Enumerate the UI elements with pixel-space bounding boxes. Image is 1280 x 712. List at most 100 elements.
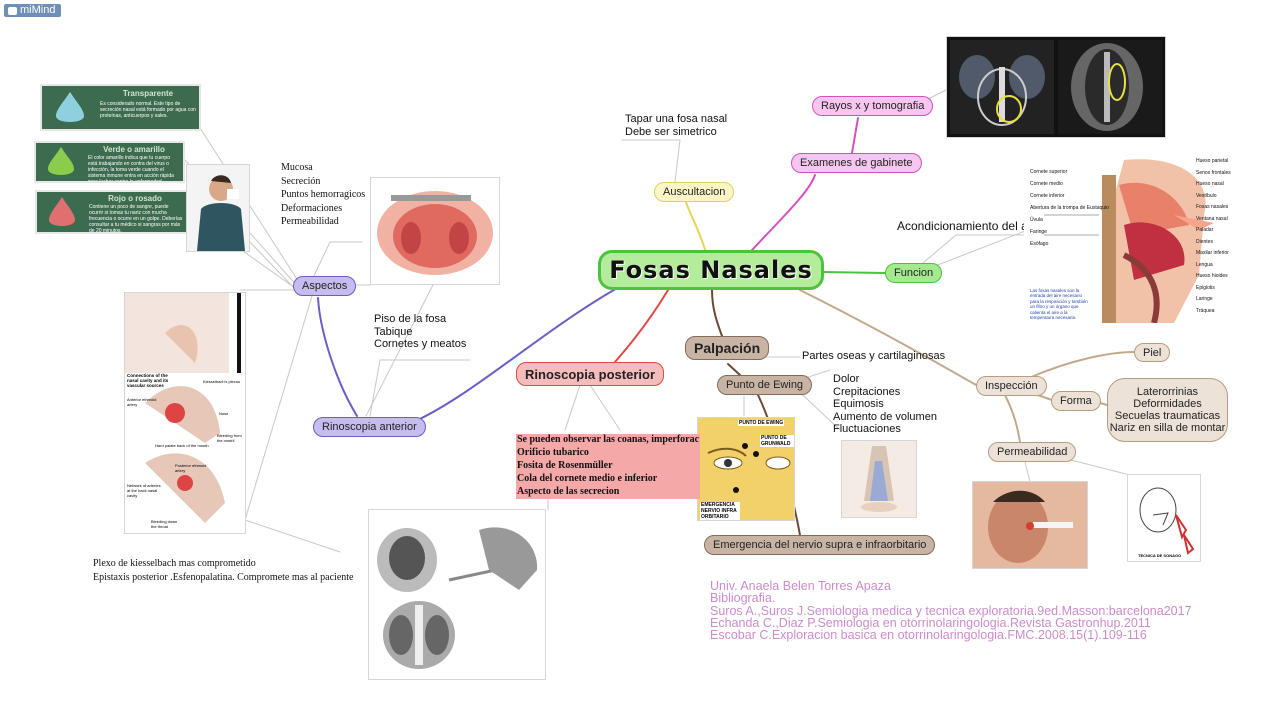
anatomy-label-r11: Hueso hioides <box>1196 273 1228 279</box>
card-text-2: El color amarillo indica que tu cuerpo e… <box>88 155 174 183</box>
anatomy-label-l6: Faringe <box>1030 229 1047 235</box>
mimind-badge[interactable]: miMind <box>4 4 62 17</box>
epistaxis-label-1: Connections of the nasal cavity and its … <box>127 373 169 388</box>
anatomy-label-l7: Esófago <box>1030 241 1049 247</box>
anatomy-label-r8: Dientes <box>1196 238 1213 245</box>
card-title-3: Rojo o rosado <box>108 194 162 203</box>
label-emergencia: EMERGENCIA NERVIO INFRA ORBITARIO <box>700 502 740 520</box>
ewing-sign-1: Dolor <box>833 373 860 385</box>
node-auscultacion[interactable]: Auscultacion <box>654 182 735 202</box>
ct-scan-image <box>946 36 1166 138</box>
ewing-points-image: PUNTO DE EWING PUNTO DE GRUNWALD EMERGEN… <box>697 417 795 521</box>
anatomy-label-l1: Cornete superior <box>1030 169 1068 175</box>
epistaxis-label-8: Bleeding down the throat <box>151 519 178 529</box>
reference-3: Escobar C.Exploracion basica en otorrino… <box>710 628 1147 643</box>
epistaxis-note-2: Epistaxis posterior .Esfenopalatina. Com… <box>93 571 354 583</box>
ewing-sign-2: Crepitaciones <box>833 385 901 398</box>
forma-item-2: Deformidades <box>1133 398 1202 410</box>
card-title-2: Verde o amarillo <box>103 145 165 154</box>
card-text-3: Contiene un poco de sangre, puede ocurri… <box>89 204 183 234</box>
ewing-sign-4: Aumento de volumen <box>833 410 937 423</box>
badge-label: miMind <box>20 4 56 16</box>
node-examenes[interactable]: Examenes de gabinete <box>791 153 922 173</box>
node-piel[interactable]: Piel <box>1134 343 1171 362</box>
reference-1: Suros A.,Suros J.Semiologia medica y tec… <box>710 603 1192 618</box>
card-rojo: Rojo o rosado Contiene un poco de sangre… <box>35 190 188 234</box>
bibliography-heading: Bibliografia. <box>710 591 776 606</box>
node-funcion[interactable]: Funcion <box>885 263 943 283</box>
node-forma[interactable]: Forma <box>1051 391 1101 411</box>
label-punto-grunwald: PUNTO DE GRUNWALD <box>760 435 794 447</box>
ewing-sign-3: Equimosis <box>833 398 884 410</box>
aspect-1: Mucosa <box>281 162 313 173</box>
anatomy-label-l4: Abertura de la trompa de Eustaquio <box>1030 205 1109 211</box>
anatomy-label-r5: Fosas nasales <box>1196 204 1229 210</box>
forma-item-1: Laterorrinias <box>1136 386 1199 398</box>
anatomy-note: Las fosas nasales son la entrada del air… <box>1030 288 1088 321</box>
anatomy-label-r4: Vestíbulo <box>1196 192 1217 199</box>
anterior-item-1: Piso de la fosa <box>374 313 447 325</box>
anatomy-label-r2: Senos frontales <box>1196 169 1231 176</box>
epistaxis-note-1: Plexo de kiesselbach mas comprometido <box>93 558 256 569</box>
ewing-sign-5: Fluctuaciones <box>833 423 901 435</box>
epistaxis-label-7: Network of arteries at the back nasal ca… <box>127 483 161 498</box>
finding-1: Se pueden observar las coanas, imperfora… <box>516 434 701 447</box>
anatomy-label-r14: Tráquea <box>1196 307 1215 314</box>
anatomy-label-r9: Maxilar inferior <box>1196 250 1229 256</box>
note-funcion: Acondicionamiento del aire <box>897 219 1042 233</box>
author: Univ. Anaela Belen Torres Apaza <box>710 579 891 593</box>
note-palpacion: Partes oseas y cartilaginosas <box>802 350 946 362</box>
anatomy-label-r12: Epiglotis <box>1196 284 1215 291</box>
nasal-bones-image <box>841 440 917 518</box>
finding-5: Aspecto de las secrecion <box>516 486 701 499</box>
node-punto-ewing[interactable]: Punto de Ewing <box>717 375 813 395</box>
anterior-rhinoscopy-image <box>370 177 500 285</box>
epistaxis-label-4: Nose <box>219 411 229 416</box>
mimind-logo-icon <box>8 6 17 15</box>
node-emergencia[interactable]: Emergencia del nervio supra e infraorbit… <box>704 535 936 555</box>
node-permeabilidad[interactable]: Permeabilidad <box>988 442 1077 462</box>
nasal-anatomy-image <box>1024 155 1220 323</box>
man-sneezing-image <box>186 164 250 252</box>
anatomy-label-l2: Cornete medio <box>1030 181 1063 187</box>
finding-3: Fosita de Rosenmüller <box>516 460 701 473</box>
card-transparente: Transparente Es considerado normal. Este… <box>40 84 201 131</box>
central-node-title[interactable]: Fosas Nasales <box>598 250 824 290</box>
anatomy-label-r10: Lengua <box>1196 261 1213 268</box>
node-inspeccion[interactable]: Inspección <box>976 376 1047 396</box>
epistaxis-label-5: Bleeding from the nostril <box>217 433 242 443</box>
anatomy-label-r1: Hueso parietal <box>1196 158 1229 164</box>
node-aspectos[interactable]: Aspectos <box>293 276 357 296</box>
epistaxis-anatomy-image: Connections of the nasal cavity and its … <box>124 292 246 534</box>
label-punto-ewing: PUNTO DE EWING <box>738 420 785 426</box>
reference-2: Echanda C.,Diaz P.Semiologia en otorrino… <box>710 615 1151 630</box>
finding-2: Orificio tubarico <box>516 447 701 460</box>
node-rayos[interactable]: Rayos x y tomografia <box>812 96 934 116</box>
forma-details: Laterorrinias Deformidades Secuelas trau… <box>1107 378 1228 442</box>
aspect-2: Secreción <box>281 175 321 187</box>
card-text-1: Es considerado normal. Este tipo de secr… <box>100 101 196 119</box>
note-auscultacion-1: Tapar una fosa nasal <box>625 113 728 125</box>
anatomy-label-l3: Cornete inferior <box>1030 193 1065 199</box>
label-tecnica: TECNICA DE SONAGO <box>1138 553 1182 558</box>
anatomy-label-l5: Úvula <box>1030 217 1043 223</box>
note-auscultacion-2: Debe ser simetrico <box>625 126 717 138</box>
permeability-test-image <box>972 481 1088 569</box>
forma-item-4: Nariz en silla de montar <box>1109 422 1226 434</box>
bibliography: Univ. Anaela Belen Torres Apaza Bibliogr… <box>710 579 1192 643</box>
sonago-technique-image: TECNICA DE SONAGO <box>1127 474 1201 562</box>
anatomy-label-r6: Ventana nasal <box>1196 215 1228 222</box>
node-rinoscopia-posterior[interactable]: Rinoscopia posterior <box>516 362 665 386</box>
anatomy-label-r7: Paladar <box>1196 227 1214 233</box>
epistaxis-label-2: Kiesselbach's plexus <box>203 379 241 384</box>
aspect-4: Deformaciones <box>281 202 343 214</box>
node-rinoscopia-anterior[interactable]: Rinoscopia anterior <box>313 417 426 437</box>
epistaxis-label-6: Posterior ethmoid artery <box>175 463 207 473</box>
card-verde: Verde o amarillo El color amarillo indic… <box>34 141 185 183</box>
anatomy-label-r3: Hueso nasal <box>1196 181 1224 187</box>
node-palpacion[interactable]: Palpación <box>685 336 770 360</box>
aspect-3: Puntos hemorragicos <box>281 189 366 200</box>
aspect-5: Permeabilidad <box>281 216 339 227</box>
finding-4: Cola del cornete medio e inferior <box>516 473 701 486</box>
